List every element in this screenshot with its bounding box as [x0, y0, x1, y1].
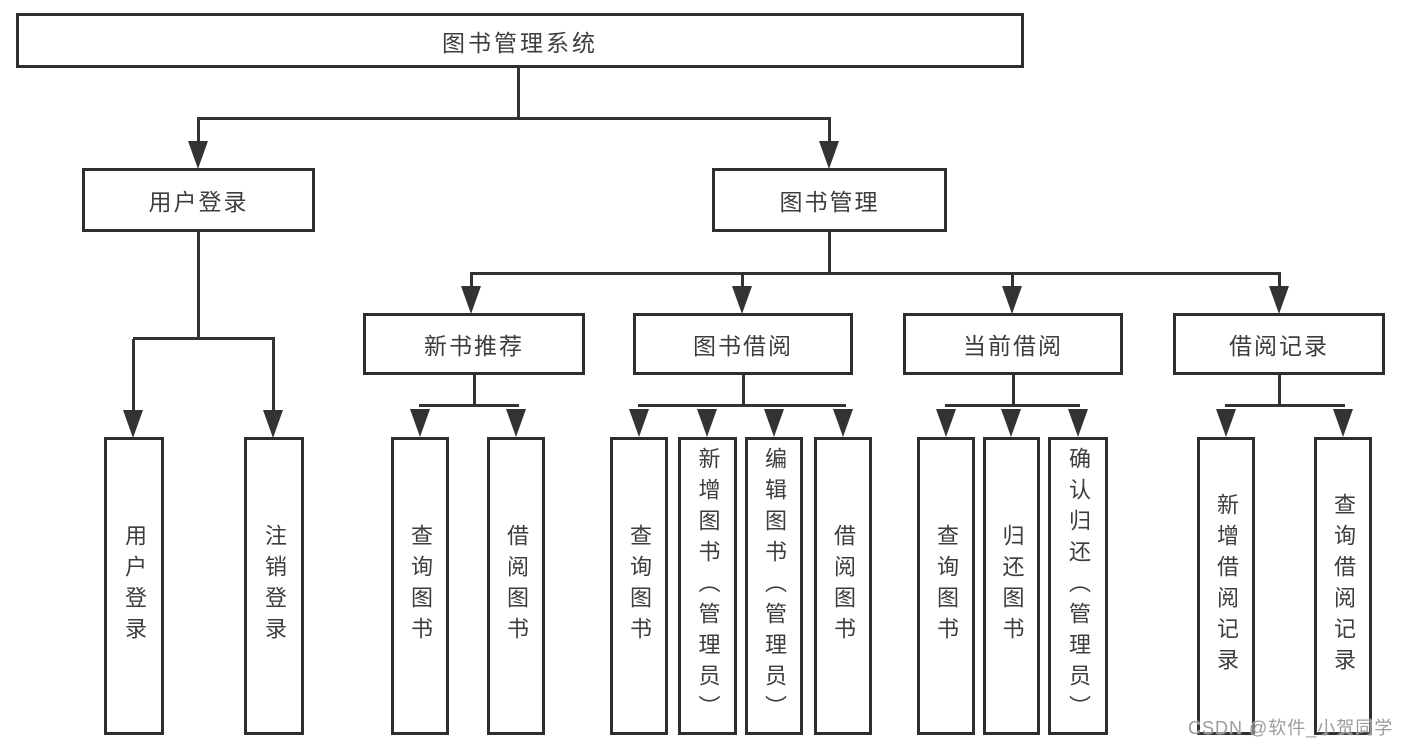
- connector-g1-stem: [473, 375, 476, 407]
- leaf-bb-add-book-admin: 新增图书（管理员）: [678, 437, 737, 735]
- connector-records-stem: [1278, 274, 1281, 287]
- arrow-to-borrow: [732, 286, 752, 314]
- connector-level2-bar: [197, 117, 831, 120]
- node-user-login: 用户登录: [82, 168, 315, 232]
- leaf-logout-label: 注销登录: [262, 524, 287, 648]
- leaf-query-borrow-record: 查询借阅记录: [1314, 437, 1372, 735]
- leaf-bb-edit-book-admin-label: 编辑图书（管理员）: [762, 446, 787, 726]
- leaf-user-login: 用户登录: [104, 437, 164, 735]
- node-book-borrow: 图书借阅: [633, 313, 853, 375]
- connector-root-stem: [517, 68, 520, 119]
- arrow-g3-return: [1001, 409, 1021, 437]
- connector-g2-stem: [742, 375, 745, 407]
- leaf-rec-borrow-book: 借阅图书: [487, 437, 545, 735]
- connector-g4-bar: [1225, 404, 1345, 407]
- node-book-mgmt: 图书管理: [712, 168, 947, 232]
- arrow-g2-borrow: [833, 409, 853, 437]
- arrow-to-new-rec: [461, 286, 481, 314]
- arrow-g1-borrow: [506, 409, 526, 437]
- node-book-mgmt-label: 图书管理: [779, 189, 880, 215]
- leaf-rec-query-book: 查询图书: [391, 437, 449, 735]
- leaf-bb-borrow-book: 借阅图书: [814, 437, 872, 735]
- arrow-to-records: [1269, 286, 1289, 314]
- leaf-cur-return-book-label: 归还图书: [999, 524, 1025, 648]
- arrow-to-leaf-login: [123, 410, 143, 438]
- arrow-g1-query: [410, 409, 430, 437]
- leaf-add-borrow-record: 新增借阅记录: [1197, 437, 1255, 735]
- arrow-g3-confirm: [1068, 409, 1088, 437]
- connector-user-group-stem: [197, 232, 200, 339]
- connector-g2-bar: [638, 404, 846, 407]
- leaf-bb-query-book-label: 查询图书: [627, 524, 652, 648]
- connector-g3-bar: [945, 404, 1080, 407]
- csdn-watermark: CSDN @软件_小贺同学: [1188, 718, 1394, 738]
- connector-mgmt-stem: [828, 232, 831, 274]
- leaf-cur-query-book-label: 查询图书: [934, 524, 959, 648]
- arrow-g4-add: [1216, 409, 1236, 437]
- leaf-bb-add-book-admin-label: 新增图书（管理员）: [695, 446, 721, 726]
- node-new-book-rec-label: 新书推荐: [424, 333, 524, 359]
- leaf-bb-borrow-book-label: 借阅图书: [831, 524, 856, 648]
- connector-g1-bar: [419, 404, 519, 407]
- leaf-cur-confirm-return-admin: 确认归还（管理员）: [1048, 437, 1108, 735]
- node-current-borrow: 当前借阅: [903, 313, 1123, 375]
- leaf-bb-edit-book-admin: 编辑图书（管理员）: [745, 437, 803, 735]
- arrow-g3-query: [936, 409, 956, 437]
- connector-level3-bar: [470, 272, 1281, 275]
- leaf-add-borrow-record-label: 新增借阅记录: [1214, 493, 1239, 679]
- arrow-to-leaf-logout: [263, 410, 283, 438]
- arrow-to-book-mgmt: [819, 141, 839, 169]
- connector-user-login-stem: [197, 120, 200, 143]
- connector-user-group-bar: [133, 337, 275, 340]
- arrow-g4-query: [1333, 409, 1353, 437]
- arrow-g2-query: [629, 409, 649, 437]
- node-current-borrow-label: 当前借阅: [963, 333, 1063, 359]
- connector-leaf-logout-stem: [272, 339, 275, 411]
- connector-g3-stem: [1012, 375, 1015, 407]
- leaf-bb-query-book: 查询图书: [610, 437, 668, 735]
- node-root: 图书管理系统: [16, 13, 1024, 68]
- leaf-rec-query-book-label: 查询图书: [408, 524, 433, 648]
- arrow-to-user-login: [188, 141, 208, 169]
- node-book-borrow-label: 图书借阅: [693, 333, 793, 359]
- connector-g4-stem: [1278, 375, 1281, 407]
- leaf-cur-query-book: 查询图书: [917, 437, 975, 735]
- leaf-query-borrow-record-label: 查询借阅记录: [1331, 493, 1356, 679]
- connector-leaf-login-stem: [132, 339, 135, 411]
- node-borrow-records: 借阅记录: [1173, 313, 1385, 375]
- connector-book-mgmt-stem: [828, 120, 831, 143]
- leaf-user-login-label: 用户登录: [122, 524, 147, 648]
- connector-borrow-stem: [741, 274, 744, 287]
- arrow-g2-edit: [764, 409, 784, 437]
- leaf-cur-confirm-return-admin-label: 确认归还（管理员）: [1066, 446, 1091, 726]
- connector-new-rec-stem: [470, 274, 473, 287]
- leaf-rec-borrow-book-label: 借阅图书: [504, 524, 529, 648]
- node-borrow-records-label: 借阅记录: [1229, 333, 1329, 359]
- node-new-book-rec: 新书推荐: [363, 313, 585, 375]
- arrow-g2-add: [697, 409, 717, 437]
- node-user-login-label: 用户登录: [148, 189, 249, 215]
- connector-current-stem: [1011, 274, 1014, 287]
- node-root-label: 图书管理系统: [442, 29, 598, 56]
- leaf-logout: 注销登录: [244, 437, 304, 735]
- arrow-to-current: [1002, 286, 1022, 314]
- leaf-cur-return-book: 归还图书: [983, 437, 1040, 735]
